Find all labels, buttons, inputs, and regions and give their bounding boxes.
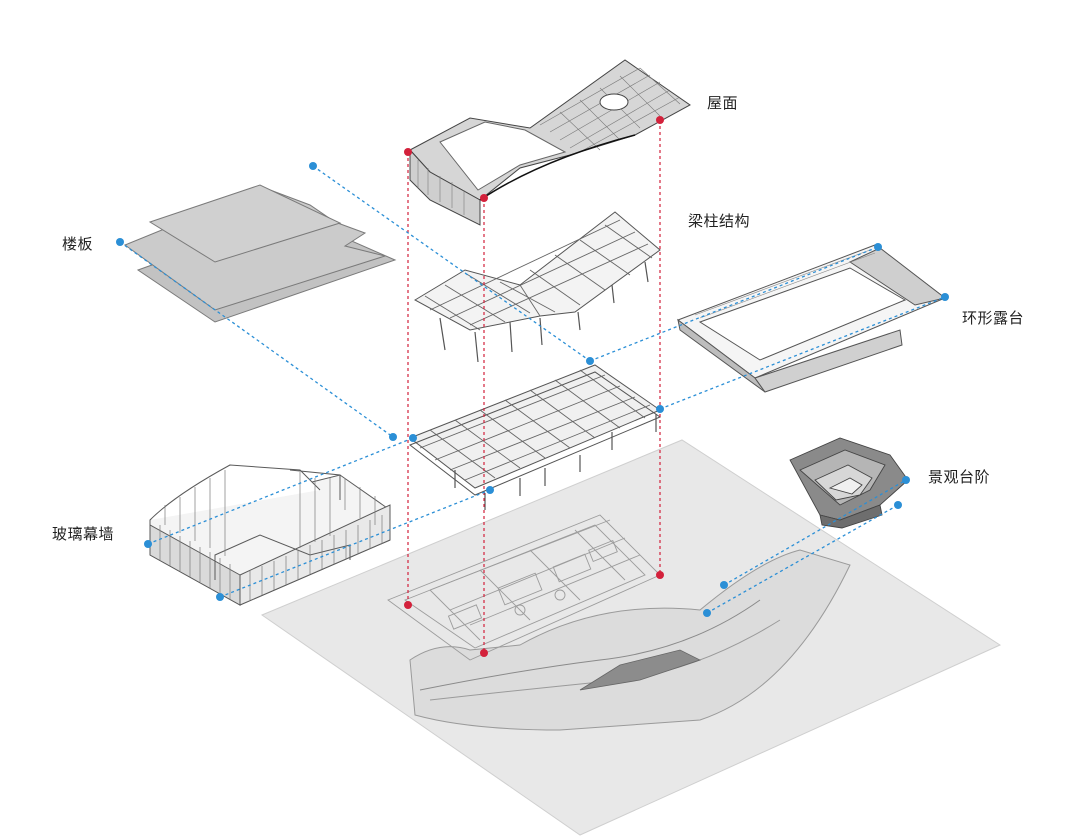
label-roof: 屋面 — [707, 94, 739, 112]
landscape-steps — [789, 437, 909, 529]
ring-terrace — [676, 244, 947, 393]
blue-guide-lines — [119, 165, 946, 614]
red-guide-lines — [407, 120, 661, 653]
lower-structure — [408, 364, 662, 510]
label-floor-slab: 楼板 — [62, 235, 94, 253]
glass-curtain-wall — [149, 464, 391, 606]
floor-slabs — [123, 184, 397, 323]
blue-guide-dots — [116, 162, 949, 617]
roof — [409, 59, 691, 226]
label-glass-curtain-wall: 玻璃幕墙 — [52, 525, 115, 543]
label-ring-terrace: 环形露台 — [962, 309, 1025, 327]
label-beam-column-structure: 梁柱结构 — [688, 212, 751, 230]
label-landscape-steps: 景观台阶 — [928, 468, 991, 486]
red-guide-dots — [404, 116, 664, 657]
site-plane — [260, 439, 1002, 836]
upper-beam-column-structure — [413, 211, 661, 363]
floor-plan — [387, 514, 661, 661]
